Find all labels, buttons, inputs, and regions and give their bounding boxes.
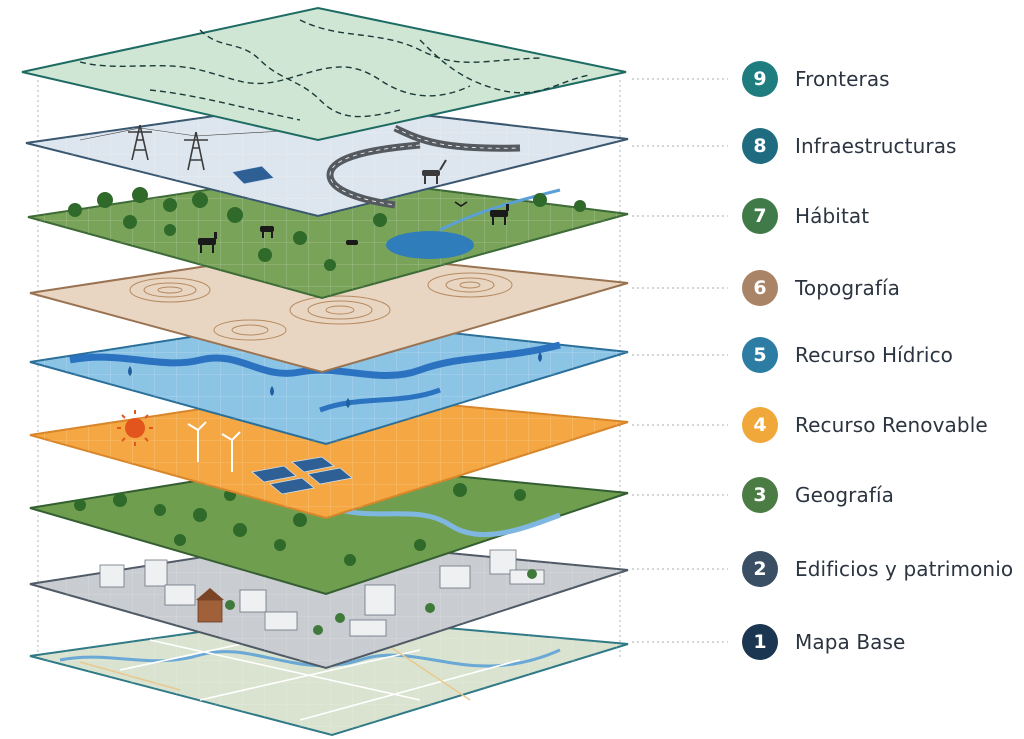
tree-icon [225,569,537,635]
deer-icon [198,204,509,253]
legend-badge: 1 [742,624,778,660]
layer-infraestructuras [25,100,629,218]
layer-edificios [29,538,629,670]
legend-label: Geografía [795,483,894,507]
river-icon [59,648,561,668]
sun-icon [117,410,153,446]
legend-item-edificios: 2 Edificios y patrimonio [742,550,1013,588]
layer-topografia [29,248,629,374]
legend-item-geografia: 3 Geografía [742,476,894,514]
layer-recurso-renovable [29,390,629,520]
fox-icon [260,226,358,245]
tree-icon [68,187,586,271]
legend-label: Fronteras [795,67,890,91]
river-icon [69,341,561,380]
legend-badge: 4 [742,407,778,443]
lake-icon [386,188,561,259]
contour-lines-icon [129,272,513,341]
legend-label: Recurso Renovable [795,413,988,437]
road-network-icon [119,639,521,721]
layer-fronteras [21,6,627,142]
legend-badge: 7 [742,198,778,234]
legend-label: Edificios y patrimonio [795,557,1014,581]
legend-badge: 3 [742,477,778,513]
deer-icon [422,159,447,184]
legend-badge: 5 [742,337,778,373]
wind-turbine-icon [187,421,241,472]
legend-badge: 2 [742,551,778,587]
legend-item-topografia: 6 Topografía [742,269,900,307]
legend-item-habitat: 7 Hábitat [742,197,869,235]
legend-badge: 9 [742,61,778,97]
legend-badge: 8 [742,128,778,164]
legend-item-recurso-hidrico: 5 Recurso Hídrico [742,336,953,374]
solar-panel-icon [251,456,353,495]
bird-icon [454,201,468,207]
water-drop-icon [128,352,542,408]
legend-label: Hábitat [795,204,870,228]
legend-label: Infraestructuras [795,134,957,158]
legend-item-fronteras: 9 Fronteras [742,60,890,98]
legend-item-infraestructuras: 8 Infraestructuras [742,127,957,165]
legend-label: Mapa Base [795,630,906,654]
layer-recurso-hidrico [29,316,629,446]
church-icon [196,588,224,623]
legend-item-mapa-base: 1 Mapa Base [742,623,905,661]
building-icon [99,549,545,637]
solar-panel-icon [231,165,275,185]
river-icon [339,507,561,538]
legend-label: Topografía [795,276,901,300]
power-tower-icon [79,124,301,171]
legend-badge: 6 [742,270,778,306]
layer-stack [21,6,629,737]
legend-item-recurso-renovable: 4 Recurso Renovable [742,406,988,444]
legend-label: Recurso Hídrico [795,343,954,367]
